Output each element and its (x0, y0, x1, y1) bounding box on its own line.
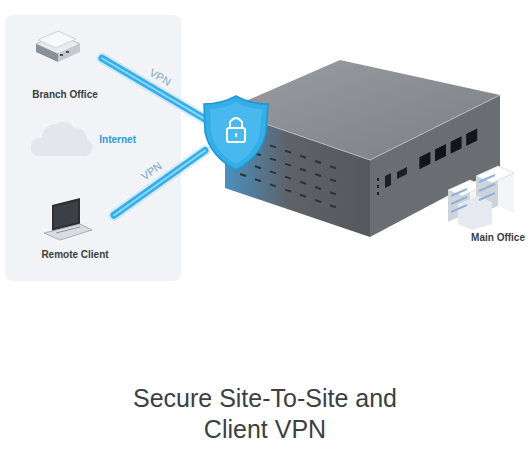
lock (227, 128, 245, 142)
vpn-tunnel (102, 58, 205, 119)
edge-label: VPN (139, 160, 164, 183)
icon-node: Remote Client (36, 196, 114, 260)
node-label: Main Office (471, 232, 525, 243)
router (225, 60, 500, 237)
edge-label: VPN (148, 66, 174, 88)
node-label: Internet (99, 134, 136, 145)
vpn-tunnel (114, 151, 205, 216)
icon-node: Main Office (205, 58, 525, 243)
icon-node: Branch Office (28, 28, 102, 100)
buildings (448, 166, 514, 230)
shield (204, 96, 268, 170)
node-label: Branch Office (32, 89, 98, 100)
title: Secure Site-To-Site and Client VPN (115, 383, 415, 446)
node-label: Remote Client (41, 249, 108, 260)
branch-device (36, 31, 80, 62)
icon-node: Internet (30, 116, 136, 162)
panel (5, 15, 181, 281)
cloud (31, 122, 93, 156)
laptop (44, 198, 92, 240)
